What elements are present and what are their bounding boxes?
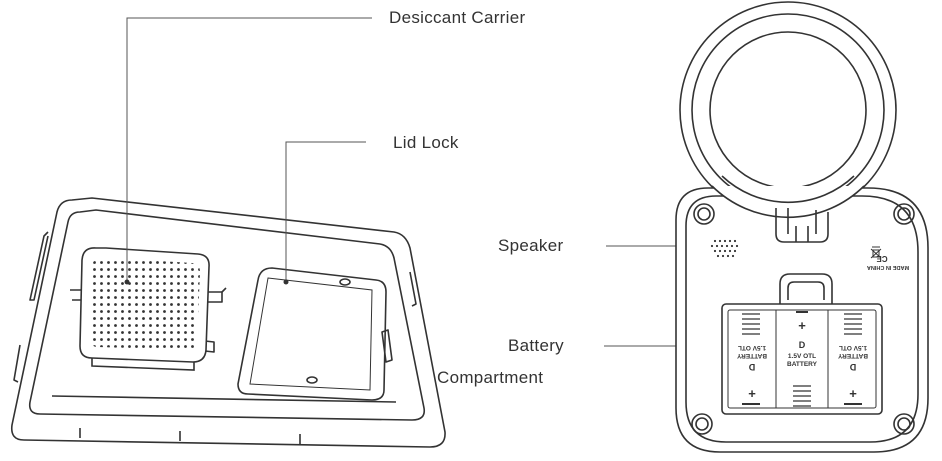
battery-center-line1: 1.5V OTL <box>788 353 816 360</box>
ce-mark: CE <box>876 254 888 263</box>
battery-right-line1: BATTERY <box>837 352 868 359</box>
battery-right-plus: + <box>849 386 857 401</box>
label-desiccant-carrier: Desiccant Carrier <box>389 8 526 27</box>
label-lid-lock: Lid Lock <box>393 133 459 152</box>
label-speaker: Speaker <box>498 236 564 255</box>
battery-left-line2: 1.5V OTL <box>738 344 766 351</box>
device-back <box>675 1 929 453</box>
leader-lines-left <box>124 17 372 285</box>
battery-left-letter: D <box>748 362 755 372</box>
battery-right-letter: D <box>849 362 856 372</box>
made-in-label: MADE IN CHINA <box>867 264 909 270</box>
desiccant-carrier <box>79 247 210 371</box>
device-markings: MADE IN CHINA CE <box>867 246 909 270</box>
battery-left-plus: + <box>748 386 756 401</box>
battery-center-line2: BATTERY <box>787 361 818 368</box>
battery-center-letter: D <box>799 340 806 350</box>
label-battery-line2: Compartment <box>437 368 544 387</box>
speaker-grille <box>710 239 739 258</box>
tray-illustration <box>10 197 446 448</box>
battery-center-plus: + <box>798 318 806 333</box>
lid-lock-recess <box>237 267 387 401</box>
battery-markings: D BATTERY 1.5V OTL + D 1.5V OTL BATTERY … <box>736 318 868 401</box>
battery-right-line2: 1.5V OTL <box>839 344 867 351</box>
label-battery-line1: Battery <box>508 336 564 355</box>
battery-left-line1: BATTERY <box>736 352 767 359</box>
weee-bin-icon <box>870 246 882 259</box>
